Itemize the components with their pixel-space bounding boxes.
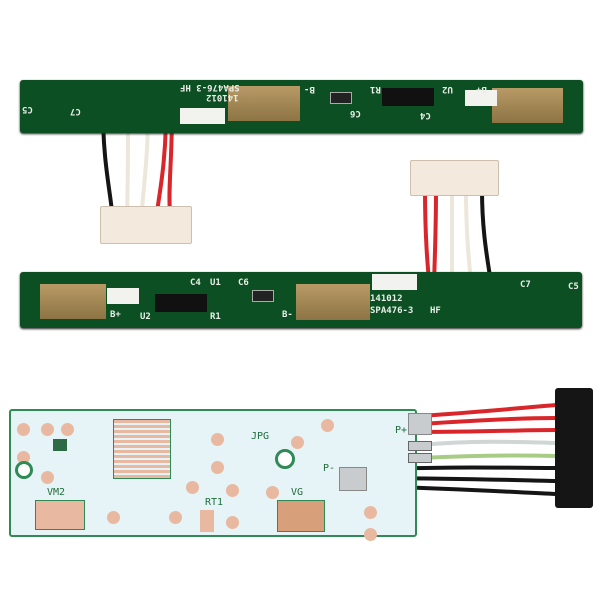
wire-green: [418, 453, 558, 460]
silk-label: SPA476-3 HF: [180, 82, 240, 92]
bottom-pcb-board: VM2 RT1 VG JPG P+ P-: [9, 409, 432, 541]
solder-pad: [408, 413, 432, 435]
top-pcb-board: SPA476-3 HF 141012 B- B+ U2 C7 C5 R1 C6 …: [20, 80, 583, 133]
resistor: [252, 290, 274, 302]
silk-label: B-: [304, 84, 315, 94]
white-tab: [372, 274, 417, 290]
silk-label: C4: [420, 110, 431, 120]
ic-chip: [53, 439, 67, 451]
ic-chip: [155, 294, 207, 312]
silk-label: RT1: [205, 497, 224, 508]
silk-label: B-: [282, 310, 293, 320]
silk-label: P+: [395, 425, 408, 436]
wire-red: [418, 428, 558, 434]
silk-label: VG: [291, 487, 304, 498]
white-tab: [465, 90, 497, 106]
component-pad: [200, 510, 214, 532]
silk-label: P-: [323, 463, 336, 474]
hole: [15, 461, 33, 479]
battery-pad: [296, 284, 370, 320]
hole: [275, 449, 295, 469]
solder-pad: [339, 467, 367, 491]
ic-footprint: [113, 419, 171, 479]
white-tab: [107, 288, 139, 304]
connector-white: [100, 206, 192, 244]
silk-label: C7: [520, 280, 531, 290]
wire-red: [418, 416, 558, 426]
silk-label: VM2: [47, 487, 66, 498]
connector-black: [555, 388, 593, 508]
silk-label: R1: [370, 84, 381, 94]
silk-label: B+: [476, 84, 487, 94]
solder-pad: [408, 453, 432, 463]
battery-pad: [40, 284, 106, 319]
component-pad: [35, 500, 85, 530]
silk-label: C7: [70, 106, 81, 116]
wire-red: [418, 403, 558, 418]
resistor: [330, 92, 352, 104]
silk-label: U2: [442, 84, 453, 94]
silk-label: JPG: [251, 431, 270, 442]
battery-pad: [228, 86, 300, 121]
battery-pad: [492, 88, 563, 123]
silk-label: B+: [110, 310, 121, 320]
silk-label: C6: [350, 108, 361, 118]
solder-pad: [408, 441, 432, 451]
silk-label: C4: [190, 278, 201, 288]
ic-chip: [382, 88, 434, 106]
silk-label: 141012: [206, 92, 239, 102]
silk-label: U1: [210, 278, 221, 288]
connector-white: [410, 160, 499, 196]
silk-label: HF: [430, 306, 441, 316]
component-pad: [277, 500, 325, 532]
middle-pcb-board: 141012 SPA476-3 HF B+ B- U2 C7 C5 U1 R1 …: [20, 272, 582, 328]
silk-label: 141012: [370, 294, 403, 304]
silk-label: R1: [210, 312, 221, 322]
white-tab: [180, 108, 225, 124]
silk-label: U2: [140, 312, 151, 322]
silk-label: SPA476-3: [370, 306, 414, 316]
silk-label: C6: [238, 278, 249, 288]
silk-label: C5: [568, 282, 579, 292]
wire-white: [418, 439, 558, 447]
silk-label: C5: [22, 104, 33, 114]
